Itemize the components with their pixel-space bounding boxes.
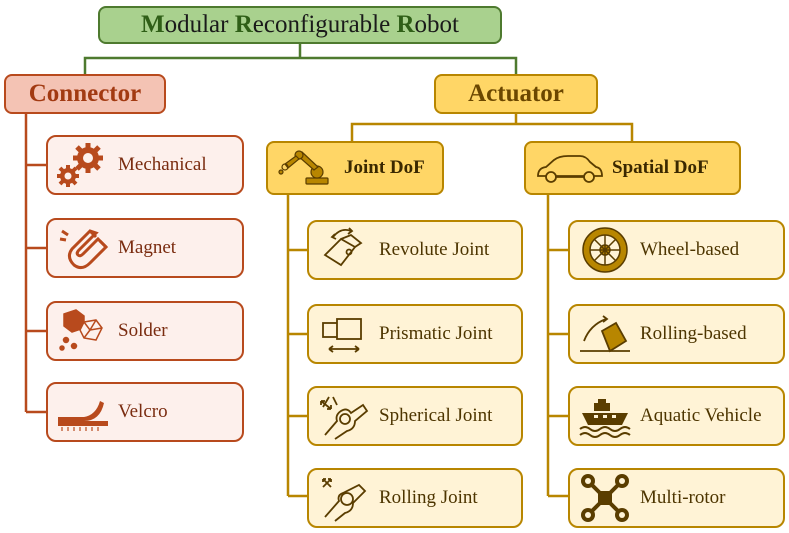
revolute-joint-icon <box>323 227 363 267</box>
boat-icon <box>579 399 631 438</box>
root-initial-3: R <box>396 11 415 38</box>
magnet-icon <box>59 229 109 270</box>
leaf-rolling-based: Rolling-based <box>568 304 785 364</box>
root-initial-2: R <box>234 11 253 38</box>
root-text-2: econfigurable <box>252 11 397 38</box>
mechanical-label: Mechanical <box>118 154 207 175</box>
aquatic-vehicle-label: Aquatic Vehicle <box>640 405 762 426</box>
root-text-1: odular <box>164 11 235 38</box>
category-connector: Connector <box>4 74 166 114</box>
rolling-based-label: Rolling-based <box>640 323 747 344</box>
solder-icon <box>59 309 103 351</box>
car-icon <box>537 155 603 183</box>
gears-icon <box>57 143 103 187</box>
robot-arm-icon <box>278 150 329 185</box>
leaf-mechanical: Mechanical <box>46 135 244 195</box>
leaf-wheel-based: Wheel-based <box>568 220 785 280</box>
wheel-based-label: Wheel-based <box>640 239 740 260</box>
leaf-velcro: Velcro <box>46 382 244 442</box>
rolling-joint-label: Rolling Joint <box>379 487 478 508</box>
prismatic-joint-label: Prismatic Joint <box>379 323 493 344</box>
spatial-dof-label: Spatial DoF <box>612 157 709 178</box>
wheel-icon <box>582 227 628 273</box>
subcategory-joint-dof: Joint DoF <box>266 141 444 195</box>
leaf-aquatic-vehicle: Aquatic Vehicle <box>568 386 785 446</box>
leaf-multi-rotor: Multi-rotor <box>568 468 785 528</box>
velcro-label: Velcro <box>118 401 168 422</box>
leaf-spherical-joint: Spherical Joint <box>307 386 523 446</box>
rolling-joint-icon <box>322 478 367 522</box>
actuator-label: Actuator <box>468 80 564 107</box>
prismatic-joint-icon <box>322 318 362 353</box>
solder-label: Solder <box>118 320 168 341</box>
joint-dof-label: Joint DoF <box>344 157 425 178</box>
leaf-solder: Solder <box>46 301 244 361</box>
subcategory-spatial-dof: Spatial DoF <box>524 141 741 195</box>
rolling-cube-icon <box>580 315 630 353</box>
leaf-rolling-joint: Rolling Joint <box>307 468 523 528</box>
root-initial-1: M <box>141 11 165 38</box>
leaf-revolute-joint: Revolute Joint <box>307 220 523 280</box>
magnet-label: Magnet <box>118 237 177 258</box>
velcro-icon <box>58 401 108 431</box>
drone-icon <box>581 474 629 522</box>
leaf-magnet: Magnet <box>46 218 244 278</box>
spherical-joint-label: Spherical Joint <box>379 405 493 426</box>
spherical-joint-icon <box>320 396 369 440</box>
category-actuator: Actuator <box>434 74 598 114</box>
revolute-joint-label: Revolute Joint <box>379 239 490 260</box>
leaf-prismatic-joint: Prismatic Joint <box>307 304 523 364</box>
connector-label: Connector <box>28 80 142 107</box>
root-text-3: obot <box>414 11 459 38</box>
multi-rotor-label: Multi-rotor <box>640 487 726 508</box>
